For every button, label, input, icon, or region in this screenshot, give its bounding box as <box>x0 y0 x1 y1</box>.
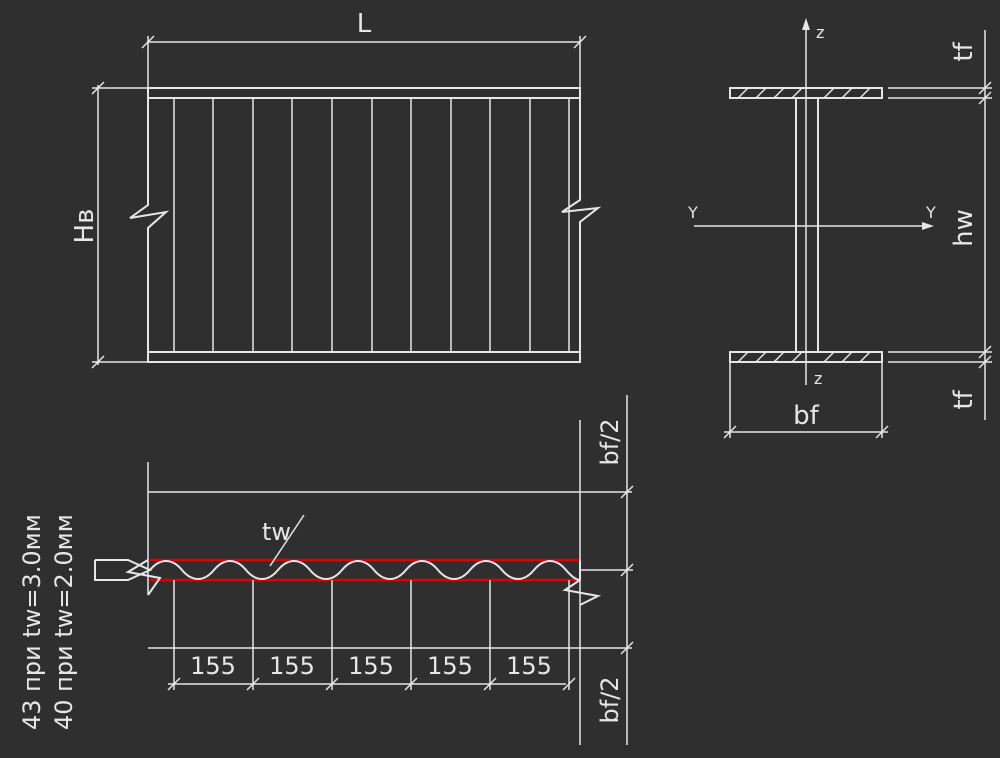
flange-width-label: bf <box>793 401 820 431</box>
pitch-value-3: 155 <box>348 652 394 680</box>
corrugated-web-profile <box>149 560 581 581</box>
z-axis-bottom-label: z <box>814 369 822 388</box>
pitch-value-1: 155 <box>190 652 236 680</box>
pitch-value-2: 155 <box>269 652 315 680</box>
elevation-view: L Hв <box>70 9 602 369</box>
y-axis-arrow-icon <box>922 222 934 230</box>
top-flange <box>147 87 581 99</box>
right-break-line <box>561 98 602 352</box>
bottom-flange <box>147 351 581 363</box>
corrugation-detail: tw 155 155 155 155 155 b <box>18 395 634 745</box>
top-flange-thickness-label: tf <box>949 41 979 61</box>
note-line-1: 43 при tw=3.0мм <box>18 514 46 730</box>
thickness-label: tw <box>262 518 291 546</box>
web-height-label: hw <box>949 209 979 247</box>
half-flange-bottom-label: bf/2 <box>596 676 624 723</box>
cross-section-view: z z Y Y tf hw tf bf <box>687 18 992 439</box>
left-break-line <box>129 98 170 352</box>
z-axis-arrow-icon <box>802 18 810 30</box>
bottom-flange-thickness-label: tf <box>949 389 979 409</box>
pitch-extension-lines <box>167 580 576 691</box>
right-break-zigzag <box>562 560 602 606</box>
left-break-zigzag <box>125 559 162 596</box>
top-flange-hatch <box>737 87 871 99</box>
y-axis-right-label: Y <box>925 203 936 222</box>
pitch-value-4: 155 <box>427 652 473 680</box>
height-label: Hв <box>70 209 100 244</box>
z-axis-top-label: z <box>816 23 824 42</box>
pitch-value-5: 155 <box>506 652 552 680</box>
thickness-leader-line <box>269 514 305 567</box>
half-flange-top-label: bf/2 <box>596 418 624 465</box>
length-label: L <box>357 9 372 39</box>
bottom-flange-hatch <box>737 351 871 363</box>
web-corrugation-lines <box>173 98 570 352</box>
y-axis-left-label: Y <box>687 203 698 222</box>
note-line-2: 40 при tw=2.0мм <box>50 514 78 730</box>
